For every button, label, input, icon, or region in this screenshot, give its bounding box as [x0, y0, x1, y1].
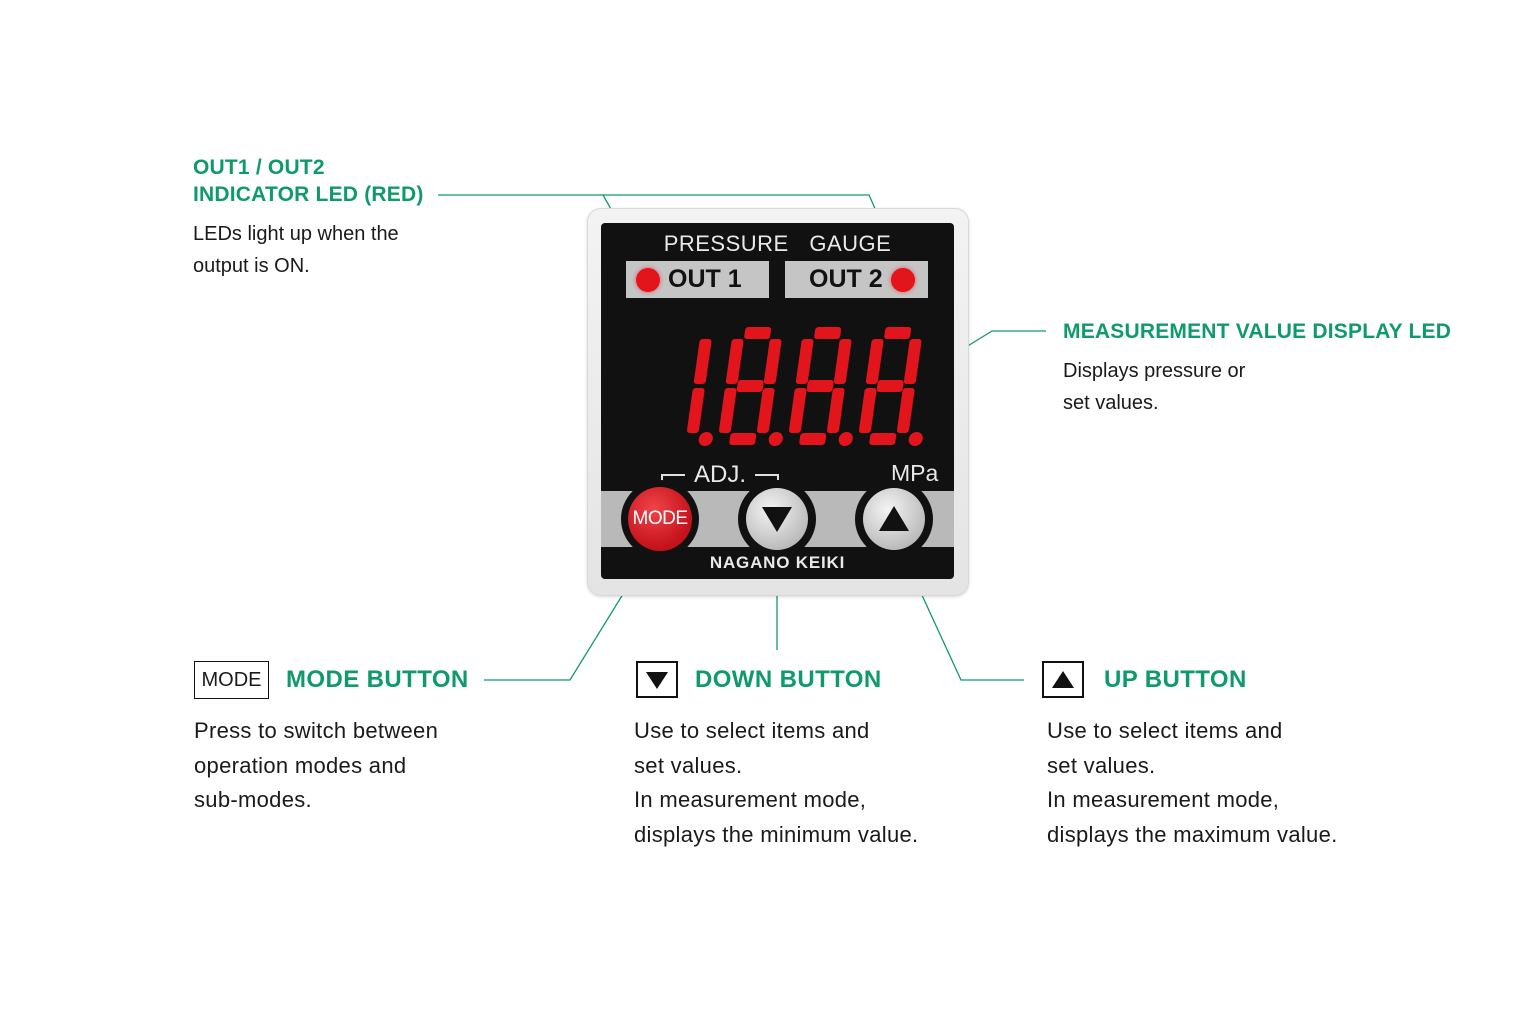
- measurement-led-title: MEASUREMENT VALUE DISPLAY LED: [1063, 320, 1452, 343]
- out1-label: OUT 1: [668, 265, 742, 293]
- indicator-led-desc-line1: LEDs light up when the: [193, 223, 399, 245]
- measurement-led-desc-line2: set values.: [1063, 392, 1159, 414]
- out2-label: OUT 2: [809, 265, 883, 293]
- down-button-ring: [738, 480, 816, 558]
- digit-0-segment-b: [693, 339, 712, 384]
- digit-1-segment-g: [736, 380, 764, 392]
- down-button-title: DOWN BUTTON: [695, 666, 882, 693]
- brand-label: NAGANO KEIKI: [709, 553, 846, 572]
- indicator-led-title-line1: OUT1 / OUT2: [193, 156, 325, 179]
- mode-key-label: MODE: [201, 668, 262, 691]
- up-button[interactable]: [863, 488, 925, 550]
- measurement-led-desc-line1: Displays pressure or: [1063, 360, 1246, 382]
- digit-0-decimal-point: [698, 432, 713, 446]
- up-key-box: [1042, 661, 1084, 698]
- out2-plate: OUT 2: [785, 261, 928, 298]
- down-button-desc-line1: Use to select items and: [634, 718, 870, 743]
- down-key-box: [636, 661, 678, 698]
- down-button-desc-line3: In measurement mode,: [634, 787, 867, 812]
- mode-button-desc-line2: operation modes and: [194, 752, 407, 778]
- digit-2-decimal-point: [838, 432, 853, 446]
- digit-2-segment-b: [833, 339, 852, 384]
- digit-1-segment-c: [756, 388, 775, 433]
- display-digits: [686, 327, 923, 446]
- up-button-desc-line2: set values.: [1047, 752, 1156, 778]
- gauge-title: PRESSURE GAUGE: [663, 231, 892, 256]
- up-button-desc-line1: Use to select items and: [1047, 718, 1283, 743]
- up-triangle-icon: [1052, 670, 1074, 688]
- mode-button-title: MODE BUTTON: [286, 666, 469, 693]
- mode-button-desc-line1: Press to switch between: [194, 718, 439, 743]
- up-button-title: UP BUTTON: [1104, 666, 1247, 693]
- display-digit-3: [858, 327, 923, 446]
- display-digit-2: [788, 327, 853, 446]
- down-button-desc-line4: displays the minimum value.: [634, 821, 919, 847]
- measurement-led-callout: MEASUREMENT VALUE DISPLAY LED Displays p…: [1063, 318, 1451, 419]
- down-triangle-icon: [762, 507, 792, 532]
- digit-1-segment-f: [725, 339, 744, 384]
- digit-3-segment-a: [884, 327, 912, 339]
- digit-3-segment-g: [876, 380, 904, 392]
- up-button-desc-line4: displays the maximum value.: [1047, 821, 1338, 847]
- digit-1-segment-a: [744, 327, 772, 339]
- digit-2-segment-a: [814, 327, 842, 339]
- pressure-gauge-face: PRESSURE GAUGE OUT 1 OUT 2 ADJ. MPa MODE: [601, 223, 954, 579]
- digit-1-segment-d: [729, 433, 757, 445]
- up-button-desc-line3: In measurement mode,: [1047, 787, 1280, 812]
- mode-button-ring: MODE: [621, 480, 699, 558]
- digit-0-segment-c: [686, 388, 705, 433]
- digit-2-segment-c: [826, 388, 845, 433]
- up-button-ring: [855, 480, 933, 558]
- display-digit-0: [686, 339, 713, 446]
- down-button[interactable]: [746, 488, 808, 550]
- mode-button-desc: Press to switch between operation modes …: [194, 714, 438, 818]
- indicator-led-title-line2: INDICATOR LED (RED): [193, 183, 424, 206]
- digit-1-decimal-point: [768, 432, 783, 446]
- out1-plate: OUT 1: [626, 261, 769, 298]
- digit-3-decimal-point: [908, 432, 923, 446]
- digit-2-segment-d: [799, 433, 827, 445]
- mode-key-box: MODE: [194, 661, 269, 699]
- digit-2-segment-f: [795, 339, 814, 384]
- mode-button[interactable]: MODE: [628, 487, 692, 551]
- digit-3-segment-c: [896, 388, 915, 433]
- mode-button-label: MODE: [632, 508, 689, 529]
- mode-button-desc-line3: sub-modes.: [194, 787, 312, 812]
- digit-2-segment-g: [806, 380, 834, 392]
- indicator-led-callout: OUT1 / OUT2 INDICATOR LED (RED) LEDs lig…: [193, 154, 424, 282]
- digit-1-segment-e: [718, 388, 737, 433]
- digit-1-segment-b: [763, 339, 782, 384]
- display-digit-1: [718, 327, 783, 446]
- down-triangle-icon: [646, 671, 668, 689]
- down-button-desc: Use to select items and set values. In m…: [634, 714, 918, 852]
- digit-2-segment-e: [788, 388, 807, 433]
- down-button-desc-line2: set values.: [634, 752, 743, 778]
- digit-3-segment-e: [858, 388, 877, 433]
- up-triangle-icon: [879, 506, 909, 531]
- adj-label: ADJ.: [693, 461, 746, 488]
- out2-led-indicator: [890, 267, 915, 292]
- digit-3-segment-b: [903, 339, 922, 384]
- digit-3-segment-f: [865, 339, 884, 384]
- digit-3-segment-d: [869, 433, 897, 445]
- adj-bracket-gap: [685, 467, 755, 479]
- indicator-led-desc-line2: output is ON.: [193, 255, 310, 277]
- measurement-display-led: [686, 327, 923, 446]
- up-button-desc: Use to select items and set values. In m…: [1047, 714, 1338, 852]
- out1-led-indicator: [636, 267, 660, 292]
